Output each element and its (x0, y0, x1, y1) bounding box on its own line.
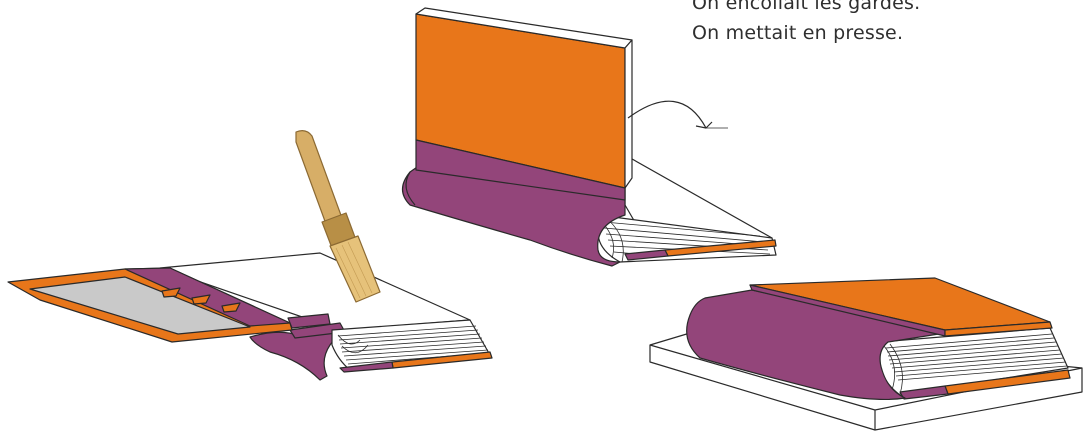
curved-arrow-icon (628, 101, 706, 128)
book-board-closing (403, 8, 777, 266)
left-book-spine (250, 332, 340, 380)
book-in-press (650, 278, 1082, 430)
